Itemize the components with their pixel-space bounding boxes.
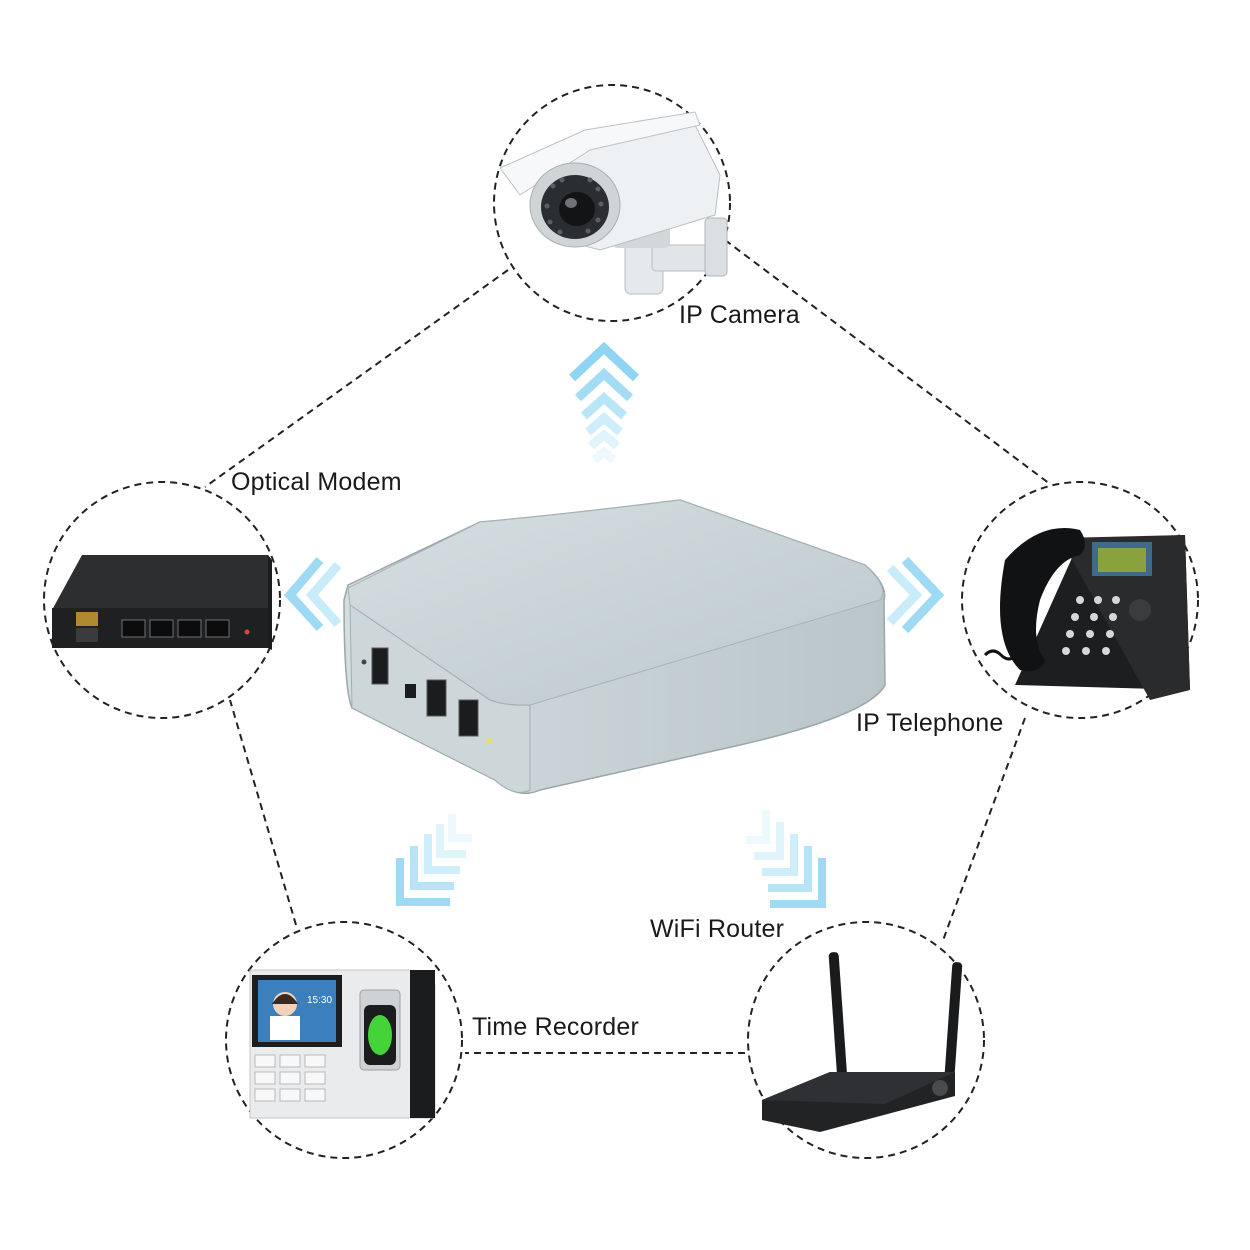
arrow-to-phone (886, 556, 945, 634)
ip-telephone-icon (983, 528, 1190, 700)
arrow-to-recorder (396, 814, 472, 906)
ip-camera-label: IP Camera (679, 301, 800, 329)
connection-lines (204, 239, 1051, 1054)
ip-camera-icon (499, 111, 728, 295)
line-camera-phone (724, 239, 1051, 485)
line-camera-modem (204, 269, 509, 488)
optical-modem-label: Optical Modem (231, 468, 402, 496)
arrow-to-modem (283, 557, 342, 632)
optical-modem-icon (52, 555, 272, 650)
screen-time: 15:30 (307, 995, 332, 1006)
time-recorder-label: Time Recorder (472, 1013, 639, 1041)
line-phone-router (941, 717, 1026, 944)
mini-ups-box (343, 499, 886, 795)
arrow-to-camera (568, 341, 640, 464)
line-recorder-modem (229, 699, 297, 926)
wifi-router-label: WiFi Router (650, 915, 785, 943)
arrow-to-router (746, 810, 826, 908)
ip-telephone-label: IP Telephone (856, 709, 1004, 737)
wifi-router-icon (762, 952, 963, 1132)
time-recorder-icon: 15:30 (249, 969, 436, 1119)
